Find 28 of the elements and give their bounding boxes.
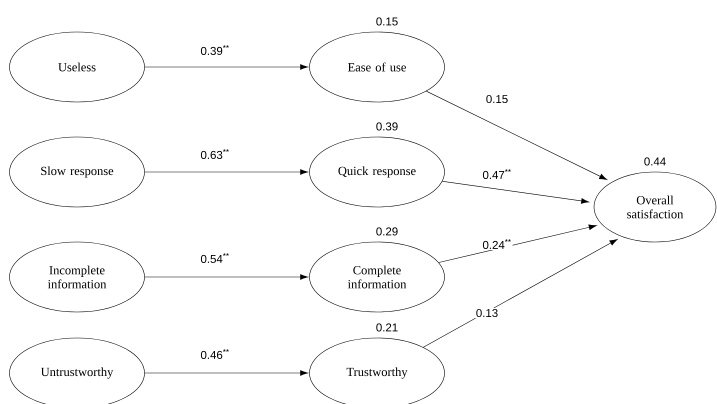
ellipse-node: Useless [9,32,145,102]
ellipse-node: Quick response [309,136,445,208]
arrow [438,224,597,263]
value-label: 0.29 [376,227,398,236]
arrow [426,90,608,180]
arrow [144,274,308,280]
value-label: 0.21 [376,323,398,332]
ellipse-node: Slow response [9,136,145,208]
ellipse-node: Incomplete information [9,242,145,312]
edge-label: 0.54$^{**}$ [199,252,231,264]
edge-label: 0.39$^{**}$ [199,44,231,56]
ellipse-node: Complete information [309,242,445,312]
edge-label: 0.63$^{**}$ [199,148,231,160]
arrow [423,239,618,348]
edge-label: 0.46$^{**}$ [199,348,231,360]
value-label: 0.44 [644,157,666,166]
arrow [442,180,590,204]
value-label: 0.39 [376,122,398,130]
ellipse-node: Overall satisfaction [594,172,716,242]
edge-label: 0.15 [484,94,510,104]
arrow [144,169,308,175]
edge-label: 0.13 [474,308,500,318]
edge-label: 0.47$^{**}$ [481,168,513,180]
ellipse-node: Ease of use [309,32,445,102]
edge-label: 0.24$^{**}$ [481,238,513,250]
arrow [144,370,308,376]
arrow [144,64,308,70]
value-label: 0.15 [376,17,398,26]
